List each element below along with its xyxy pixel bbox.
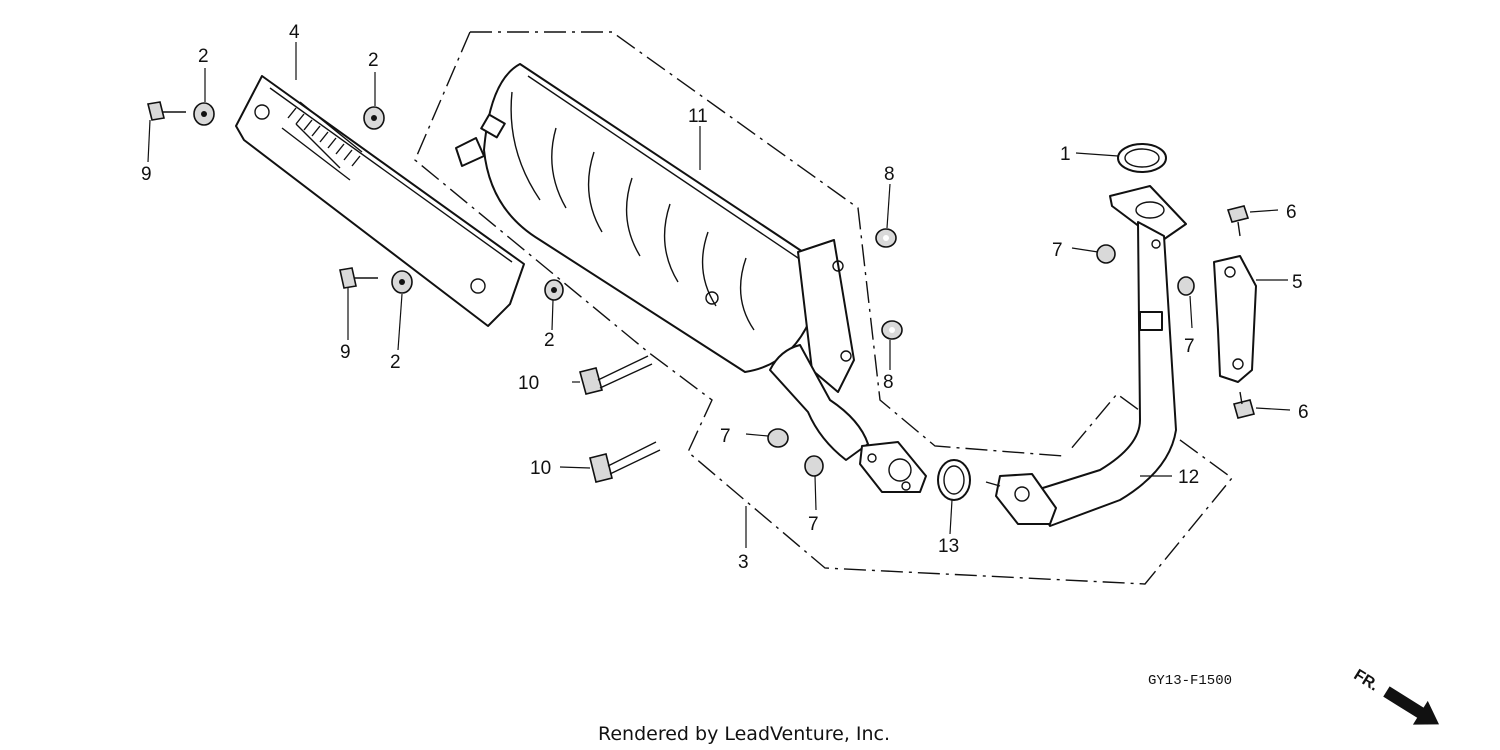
callout-6: 6 xyxy=(1286,202,1297,223)
drawing-code: GY13-F1500 xyxy=(1148,673,1232,689)
front-arrow-icon xyxy=(1383,686,1440,725)
callout-2: 2 xyxy=(198,46,209,67)
pipe-protector xyxy=(1213,255,1257,383)
heat-protector xyxy=(235,75,525,327)
callout-2: 2 xyxy=(368,50,379,71)
callout-10: 10 xyxy=(518,373,539,394)
callout-9: 9 xyxy=(141,164,152,185)
nuts-7 xyxy=(767,244,1195,477)
front-direction-label: FR. xyxy=(1351,667,1382,695)
gasket-1 xyxy=(1117,143,1167,173)
bolts-10 xyxy=(579,355,661,483)
callout-3: 3 xyxy=(738,552,749,573)
callout-4: 4 xyxy=(289,22,300,43)
callout-7: 7 xyxy=(720,426,731,447)
callout-6: 6 xyxy=(1298,402,1309,423)
callout-2: 2 xyxy=(390,352,401,373)
callout-12: 12 xyxy=(1178,467,1199,488)
bolts-9 xyxy=(147,101,378,289)
callout-2: 2 xyxy=(544,330,555,351)
callout-labels: 1 2 2 2 2 3 4 5 6 6 7 7 7 7 8 8 9 9 10 1… xyxy=(141,22,1309,573)
callout-7: 7 xyxy=(1052,240,1063,261)
callout-8: 8 xyxy=(883,372,894,393)
exhaust-pipe xyxy=(985,185,1187,527)
front-direction-indicator: FR. xyxy=(1351,667,1440,725)
callout-7: 7 xyxy=(808,514,819,535)
callout-7: 7 xyxy=(1184,336,1195,357)
callout-9: 9 xyxy=(340,342,351,363)
muffler xyxy=(455,63,927,493)
credit-line: Rendered by LeadVenture, Inc. xyxy=(598,723,890,745)
heat-protector-vent-slots xyxy=(281,101,363,181)
leader-lines xyxy=(147,42,1291,548)
callout-13: 13 xyxy=(938,536,959,557)
callout-5: 5 xyxy=(1292,272,1303,293)
callout-1: 1 xyxy=(1060,144,1071,165)
washers-8 xyxy=(875,228,903,340)
gasket-13 xyxy=(937,459,971,501)
washers-2 xyxy=(193,102,564,301)
callout-8: 8 xyxy=(884,164,895,185)
bolts-6 xyxy=(1226,205,1255,419)
callout-10: 10 xyxy=(530,458,551,479)
callout-11: 11 xyxy=(688,106,708,127)
